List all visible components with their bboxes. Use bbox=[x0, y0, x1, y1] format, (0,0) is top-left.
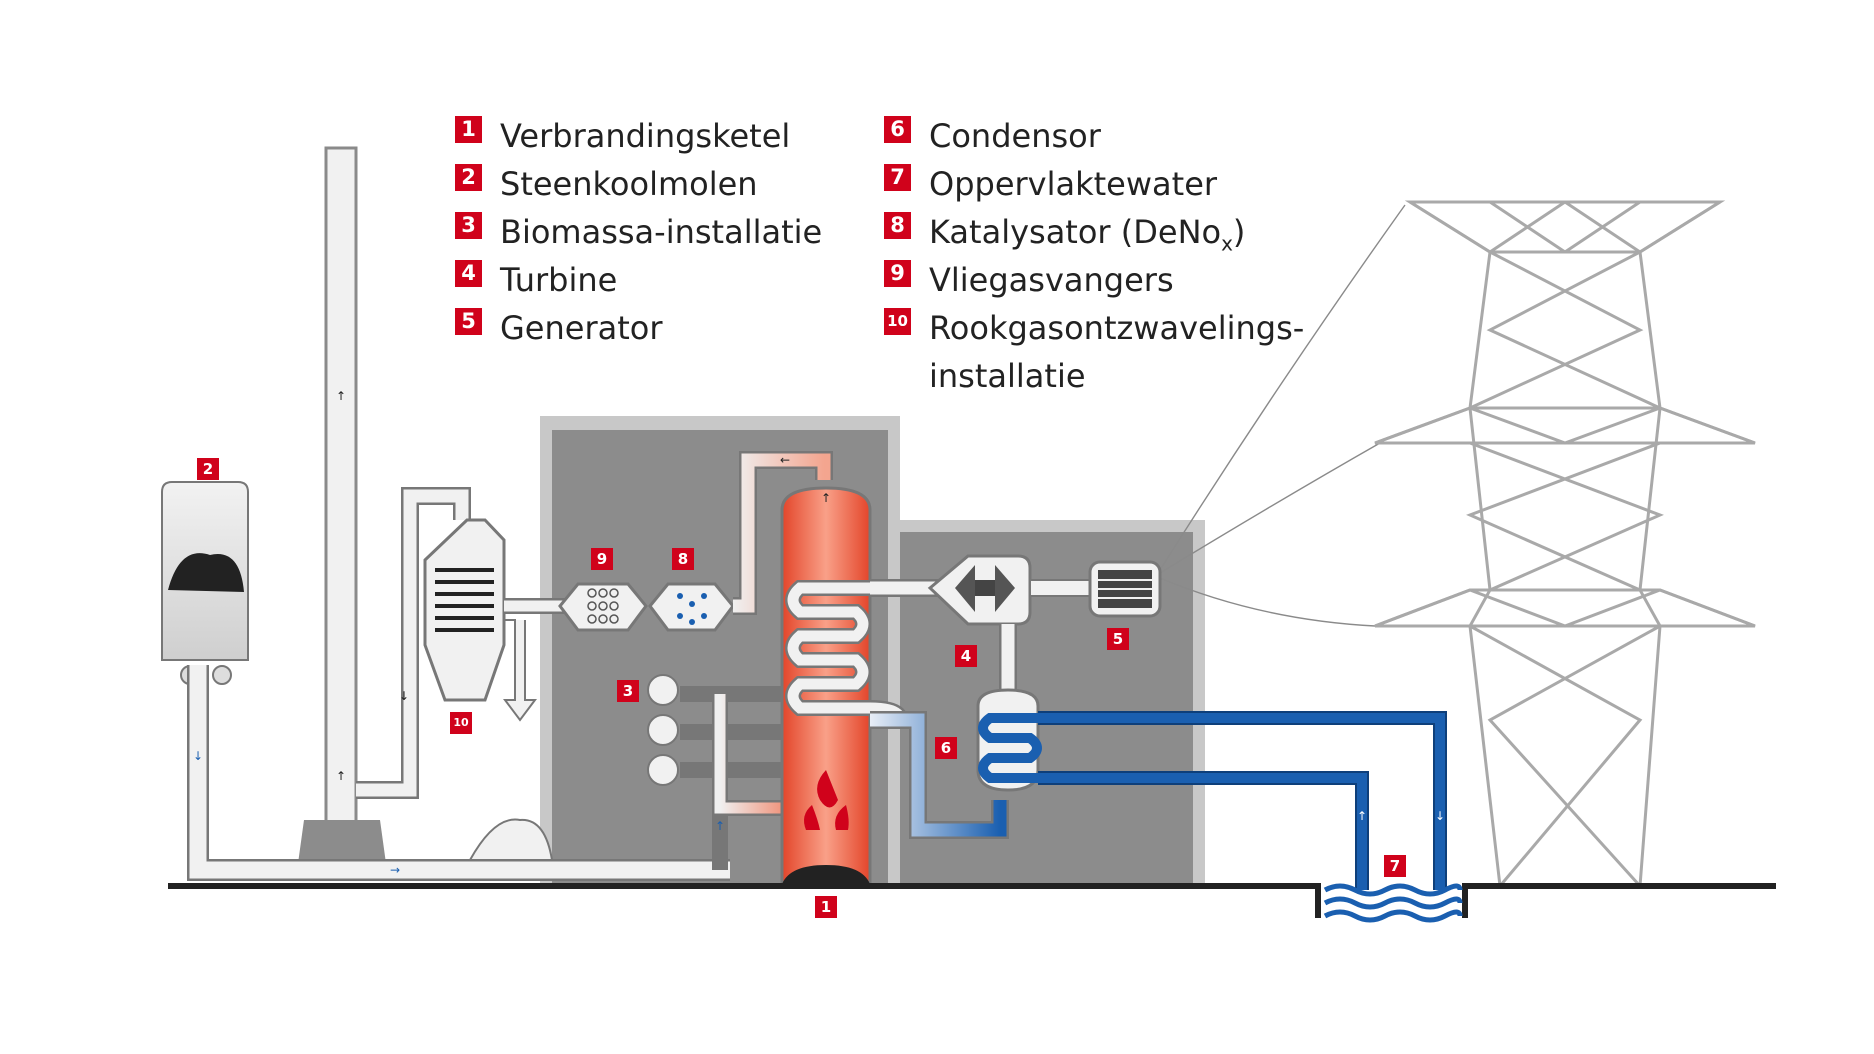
arrow-up-icon: ↑ bbox=[715, 819, 725, 833]
boiler-label: 1 bbox=[815, 896, 837, 918]
legend-label-subscript: x bbox=[1221, 231, 1233, 256]
condenser-label: 6 bbox=[935, 737, 957, 759]
ash-pile bbox=[468, 818, 554, 861]
legend-item-1: 1 Verbrandingsketel bbox=[455, 112, 790, 160]
legend-label: Rookgasontzwavelings-installatie bbox=[929, 304, 1304, 400]
legend-label: Verbrandingsketel bbox=[500, 117, 791, 155]
legend-item-8: 8 Katalysator (DeNox) bbox=[884, 208, 1245, 267]
heat-exchanger-coil bbox=[785, 580, 908, 722]
cooling-water-loop: ↓ ↑ bbox=[1038, 711, 1447, 890]
legend-label-close: ) bbox=[1232, 213, 1246, 251]
coal-mill-label: 2 bbox=[197, 458, 219, 480]
arrow-up-icon: ↑ bbox=[821, 491, 831, 505]
legend-item-7: 7 Oppervlaktewater bbox=[884, 160, 1217, 208]
legend-badge: 5 bbox=[455, 308, 482, 335]
catalyst-denox bbox=[648, 582, 735, 632]
legend-item-3: 3 Biomassa-installatie bbox=[455, 208, 822, 256]
arrow-down-icon: ↓ bbox=[193, 749, 203, 763]
generator-label: 5 bbox=[1107, 628, 1129, 650]
legend-label-line1: Rookgasontzwavelings- bbox=[929, 309, 1305, 347]
legend-item-6: 6 Condensor bbox=[884, 112, 1101, 160]
legend-badge: 7 bbox=[884, 164, 911, 191]
chimney: ↑ ↑ bbox=[296, 146, 388, 878]
surface-water-label: 7 bbox=[1384, 855, 1406, 877]
desulfurization-label: 10 bbox=[450, 712, 472, 734]
legend-item-5: 5 Generator bbox=[455, 304, 663, 352]
legend-label: Vliegasvangers bbox=[929, 261, 1174, 299]
legend-label-line2: installatie bbox=[929, 357, 1086, 395]
legend-label: Generator bbox=[500, 309, 663, 347]
desulfurization-unit bbox=[423, 518, 537, 722]
legend-item-10: 10 Rookgasontzwavelings-installatie bbox=[884, 304, 1304, 400]
turbine bbox=[927, 554, 1032, 626]
flue-gas-pipe: ↓ bbox=[356, 487, 471, 799]
legend-badge: 9 bbox=[884, 260, 911, 287]
legend-label: Turbine bbox=[500, 261, 618, 299]
arrow-up-icon: ↑ bbox=[336, 389, 346, 403]
power-lines bbox=[1159, 204, 1406, 627]
generator bbox=[1088, 560, 1162, 618]
legend-label: Katalysator (DeNox) bbox=[929, 208, 1245, 267]
biomass-installation: ↑ bbox=[647, 674, 790, 870]
arrow-up-icon: ↑ bbox=[1357, 809, 1367, 823]
biomass-label: 3 bbox=[617, 680, 639, 702]
legend-badge: 1 bbox=[455, 116, 482, 143]
legend-badge: 8 bbox=[884, 212, 911, 239]
turbine-shaft bbox=[1029, 579, 1091, 597]
arrow-up-icon: ↑ bbox=[336, 769, 346, 783]
legend-label: Steenkoolmolen bbox=[500, 165, 758, 203]
legend-label: Condensor bbox=[929, 117, 1101, 155]
arrow-down-icon: ↓ bbox=[1435, 809, 1445, 823]
fly-ash-catcher bbox=[558, 582, 648, 632]
arrow-left-icon: ← bbox=[780, 453, 790, 467]
ground bbox=[168, 883, 1776, 918]
surface-water bbox=[1323, 883, 1463, 923]
feedwater-pipe bbox=[870, 711, 1009, 839]
legend-item-9: 9 Vliegasvangers bbox=[884, 256, 1174, 304]
legend-badge: 6 bbox=[884, 116, 911, 143]
legend-badge: 10 bbox=[884, 308, 911, 335]
legend-label: Biomassa-installatie bbox=[500, 213, 823, 251]
electricity-pylon bbox=[1374, 200, 1756, 888]
legend-badge: 2 bbox=[455, 164, 482, 191]
arrow-down-icon: ↓ bbox=[399, 689, 409, 703]
fly-ash-label: 9 bbox=[591, 548, 613, 570]
coal-mill bbox=[161, 481, 249, 685]
legend-label: Oppervlaktewater bbox=[929, 165, 1218, 203]
legend-item-2: 2 Steenkoolmolen bbox=[455, 160, 758, 208]
legend-label-text: Katalysator (DeNo bbox=[929, 213, 1222, 251]
catalyst-label: 8 bbox=[672, 548, 694, 570]
boiler-exhaust-pipe: ← bbox=[733, 451, 833, 615]
coal-conveyor: ↓ → bbox=[187, 665, 730, 881]
arrow-right-icon: → bbox=[390, 863, 400, 877]
condenser bbox=[976, 688, 1042, 792]
legend-item-4: 4 Turbine bbox=[455, 256, 617, 304]
legend-badge: 3 bbox=[455, 212, 482, 239]
legend-badge: 4 bbox=[455, 260, 482, 287]
turbine-label: 4 bbox=[955, 645, 977, 667]
